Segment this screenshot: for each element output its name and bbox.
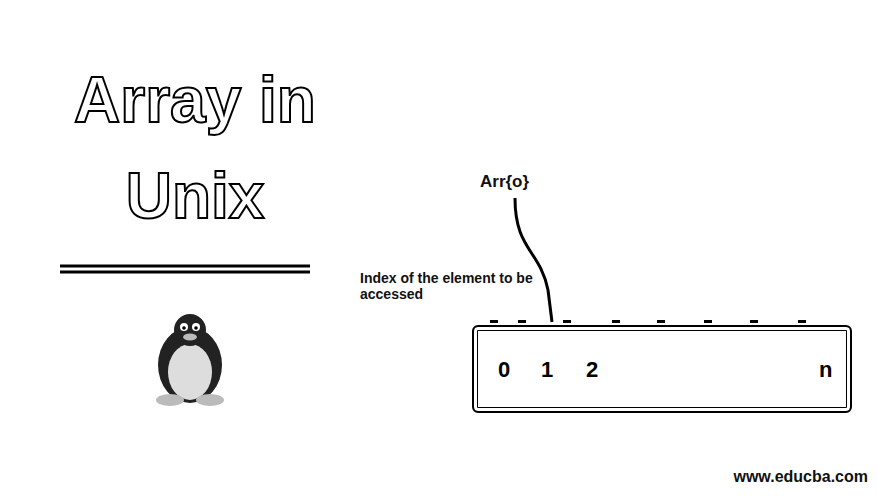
index-note: Index of the element to be accessed	[360, 270, 545, 302]
rule-line	[60, 265, 310, 268]
array-label: Arr{o}	[480, 172, 570, 192]
cell-ticks	[490, 320, 806, 323]
array-box: 0 1 2 n	[472, 325, 852, 413]
title: Array in Unix	[30, 52, 360, 244]
index-number: 2	[586, 359, 598, 381]
index-number: n	[819, 359, 832, 381]
watermark: www.educba.com	[700, 468, 868, 486]
index-number: 0	[498, 359, 510, 381]
rule-line	[60, 271, 310, 274]
index-number: 1	[541, 359, 553, 381]
leader-line	[519, 198, 556, 322]
penguin-icon	[156, 314, 224, 406]
